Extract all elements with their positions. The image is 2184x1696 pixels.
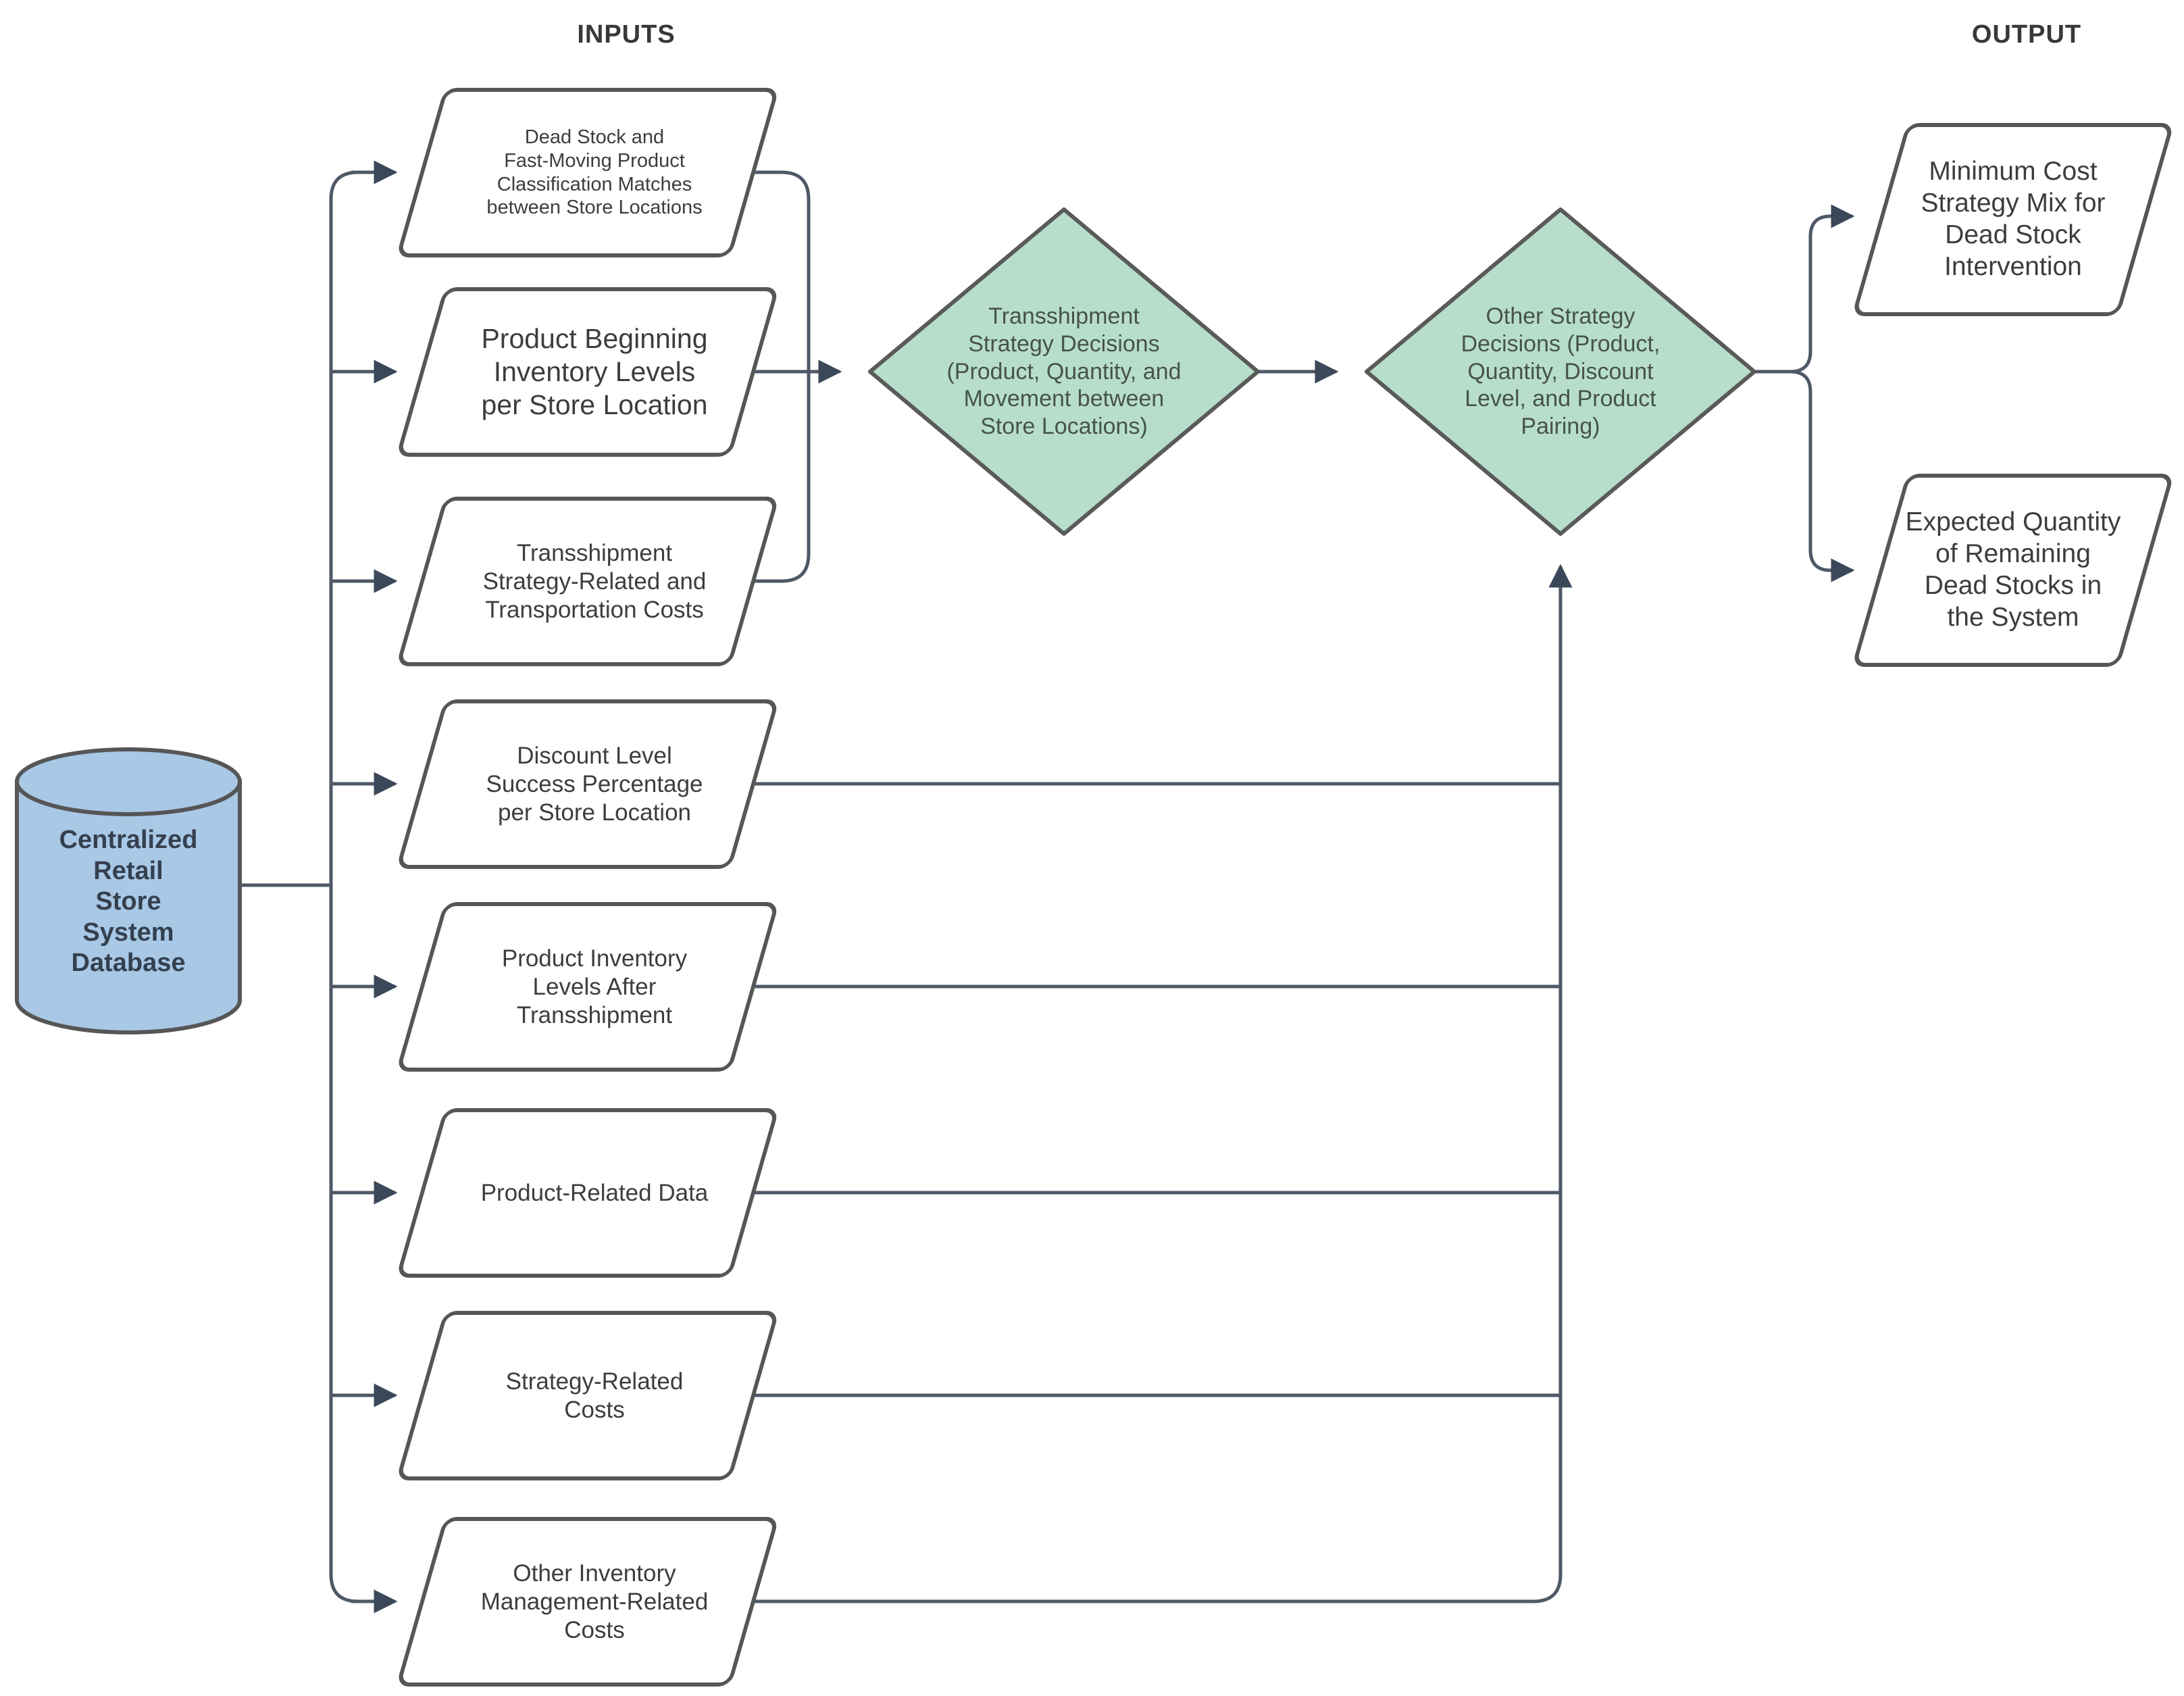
connector-input-trunk xyxy=(329,170,368,1603)
input-1-label: Dead Stock and Fast-Moving Product Class… xyxy=(486,126,703,219)
input-parallelogram-3 xyxy=(399,497,777,666)
decision-1-label: Transshipment Strategy Decisions (Produc… xyxy=(946,303,1182,440)
input-2-label: Product Beginning Inventory Levels per S… xyxy=(481,322,708,421)
connector-to-output-1 xyxy=(1754,204,1855,374)
decision-2-label: Other Strategy Decisions (Product, Quant… xyxy=(1461,303,1660,440)
connector-input1-to-junction xyxy=(751,170,811,372)
output-1-label: Minimum Cost Strategy Mix for Dead Stock… xyxy=(1921,157,2106,281)
database-label: Centralized Retail Store System Database xyxy=(59,826,198,978)
input-8-label: Other Inventory Management-Related Costs xyxy=(480,1560,709,1643)
input-parallelogram-7 xyxy=(399,1311,777,1480)
input-parallelogram-8 xyxy=(399,1517,777,1687)
decision-diamond-2 xyxy=(1365,207,1756,536)
inputs-column-title: INPUTS xyxy=(577,20,676,49)
connector-input3-to-junction xyxy=(751,372,811,583)
input-3-label: Transshipment Strategy-Related and Trans… xyxy=(482,539,707,623)
output-parallelogram-2 xyxy=(1854,474,2172,667)
output-parallelogram-1 xyxy=(1854,123,2172,316)
decision-diamond-1 xyxy=(868,207,1260,536)
database-cylinder-top xyxy=(15,747,242,816)
input-5-label: Product Inventory Levels After Transship… xyxy=(501,945,688,1028)
output-column-title: OUTPUT xyxy=(1971,20,2082,49)
input-7-label: Strategy-Related Costs xyxy=(505,1368,684,1423)
input-parallelogram-5 xyxy=(399,902,777,1072)
connector-riser-to-decision-2 xyxy=(748,564,1573,1603)
output-2-label: Expected Quantity of Remaining Dead Stoc… xyxy=(1905,507,2121,632)
input-parallelogram-6 xyxy=(399,1108,777,1278)
input-parallelogram-1 xyxy=(399,88,777,257)
input-4-label: Discount Level Success Percentage per St… xyxy=(486,742,703,826)
input-6-label: Product-Related Data xyxy=(480,1179,709,1206)
connector-to-output-2 xyxy=(1754,370,1855,582)
input-parallelogram-4 xyxy=(399,699,777,869)
database-cylinder-shape xyxy=(15,780,242,1034)
input-parallelogram-2 xyxy=(399,287,777,457)
